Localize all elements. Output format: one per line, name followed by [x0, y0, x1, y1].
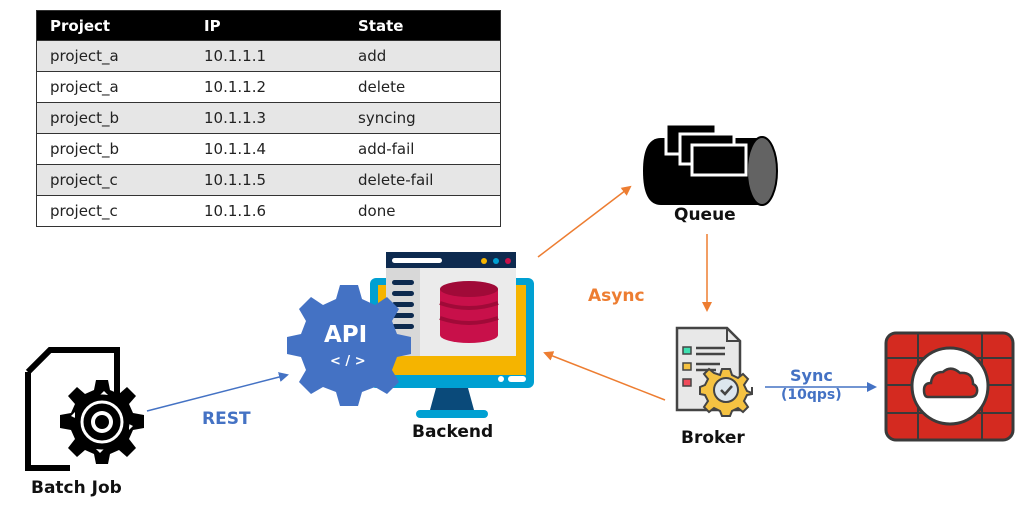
batch-job-label: Batch Job — [31, 478, 122, 498]
rest-arrow — [146, 372, 289, 412]
async-label: Async — [588, 286, 645, 306]
table-row: project_b 10.1.1.4 add-fail — [36, 133, 501, 165]
cell-project: project_a — [36, 71, 191, 103]
api-label: API — [324, 322, 368, 348]
cell-ip: 10.1.1.2 — [191, 71, 345, 103]
table-row: project_c 10.1.1.6 done — [36, 195, 501, 227]
api-code-label: < / > — [330, 354, 366, 369]
cell-state: add-fail — [345, 133, 501, 165]
cell-state: delete — [345, 71, 501, 103]
broker-to-backend-arrow — [543, 351, 666, 401]
backend-label: Backend — [412, 422, 494, 442]
database-icon — [439, 281, 499, 343]
cell-project: project_a — [36, 40, 191, 72]
cell-project: project_c — [36, 164, 191, 196]
sync-rate-label: (10qps) — [781, 387, 842, 403]
cell-ip: 10.1.1.3 — [191, 102, 345, 134]
table-row: project_a 10.1.1.1 add — [36, 40, 501, 72]
table-row: project_b 10.1.1.3 syncing — [36, 102, 501, 134]
cell-state: add — [345, 40, 501, 72]
table-row: project_a 10.1.1.2 delete — [36, 71, 501, 103]
rest-label: REST — [202, 409, 251, 429]
table-header-row: Project IP State — [36, 10, 501, 41]
batch-job-icon — [25, 347, 144, 471]
queue-label: Queue — [674, 205, 736, 225]
cell-state: syncing — [345, 102, 501, 134]
table-row: project_c 10.1.1.5 delete-fail — [36, 164, 501, 196]
cloud-firewall-icon — [884, 331, 1015, 442]
cell-state: delete-fail — [345, 164, 501, 196]
api-gear-icon — [287, 285, 411, 406]
cell-ip: 10.1.1.5 — [191, 164, 345, 196]
cell-project: project_c — [36, 195, 191, 227]
sync-label: Sync — [790, 366, 833, 385]
header-project: Project — [36, 10, 191, 41]
header-ip: IP — [191, 10, 345, 41]
cell-project: project_b — [36, 133, 191, 165]
state-table: Project IP State project_a 10.1.1.1 add … — [36, 10, 501, 227]
cell-state: done — [345, 195, 501, 227]
cell-ip: 10.1.1.6 — [191, 195, 345, 227]
queue-icon — [643, 122, 778, 206]
broker-label: Broker — [681, 428, 745, 448]
backend-monitor-icon — [370, 252, 534, 418]
header-state: State — [345, 10, 501, 41]
cell-project: project_b — [36, 102, 191, 134]
backend-to-queue-arrow — [537, 185, 632, 258]
cell-ip: 10.1.1.4 — [191, 133, 345, 165]
cell-ip: 10.1.1.1 — [191, 40, 345, 72]
broker-icon — [675, 326, 753, 417]
